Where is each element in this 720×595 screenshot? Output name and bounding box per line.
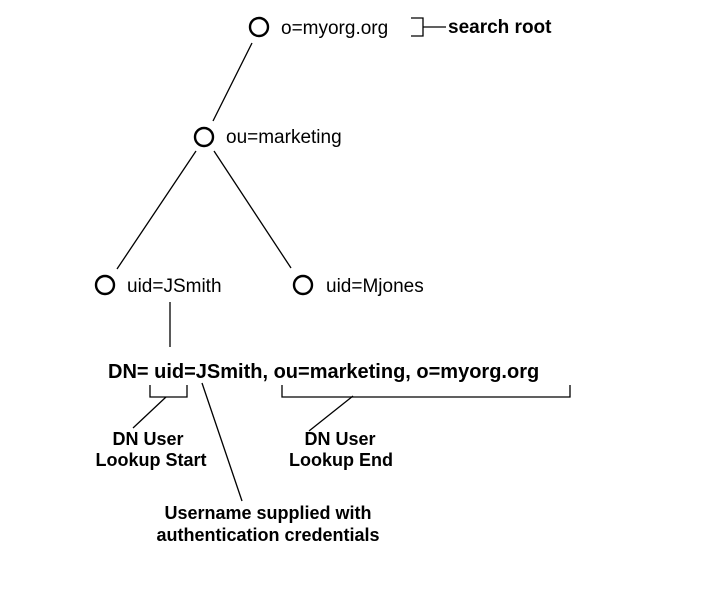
edge-ou-to-jsmith (116, 150, 197, 270)
node-circle-root (248, 16, 270, 38)
username-pointer (201, 382, 243, 502)
lookup-start-pointer (132, 396, 167, 429)
lookup-end-label-line1: DN User (304, 429, 375, 449)
username-note-line1: Username supplied with (164, 503, 371, 523)
lookup-start-bracket (149, 385, 188, 398)
lookup-end-label-line2: Lookup End (289, 450, 393, 470)
node-circle-ou-marketing (193, 126, 215, 148)
lookup-start-label-line2: Lookup Start (96, 450, 207, 470)
edge-root-to-ou (212, 42, 253, 122)
search-root-label: search root (448, 17, 552, 38)
node-label-root: o=myorg.org (281, 18, 388, 39)
lookup-start-label-line1: DN User (112, 429, 183, 449)
lookup-end-pointer (308, 395, 354, 432)
search-root-bracket (411, 17, 424, 37)
node-label-ou-marketing: ou=marketing (226, 127, 342, 148)
username-note-line2: authentication credentials (156, 525, 379, 545)
node-label-uid-jsmith: uid=JSmith (127, 276, 222, 297)
lookup-end-bracket (281, 385, 571, 398)
dn-string-label: DN= uid=JSmith, ou=marketing, o=myorg.or… (108, 361, 539, 383)
node-circle-uid-jsmith (94, 274, 116, 296)
node-circle-uid-mjones (292, 274, 314, 296)
edge-ou-to-mjones (213, 150, 292, 269)
node-label-uid-mjones: uid=Mjones (326, 276, 424, 297)
